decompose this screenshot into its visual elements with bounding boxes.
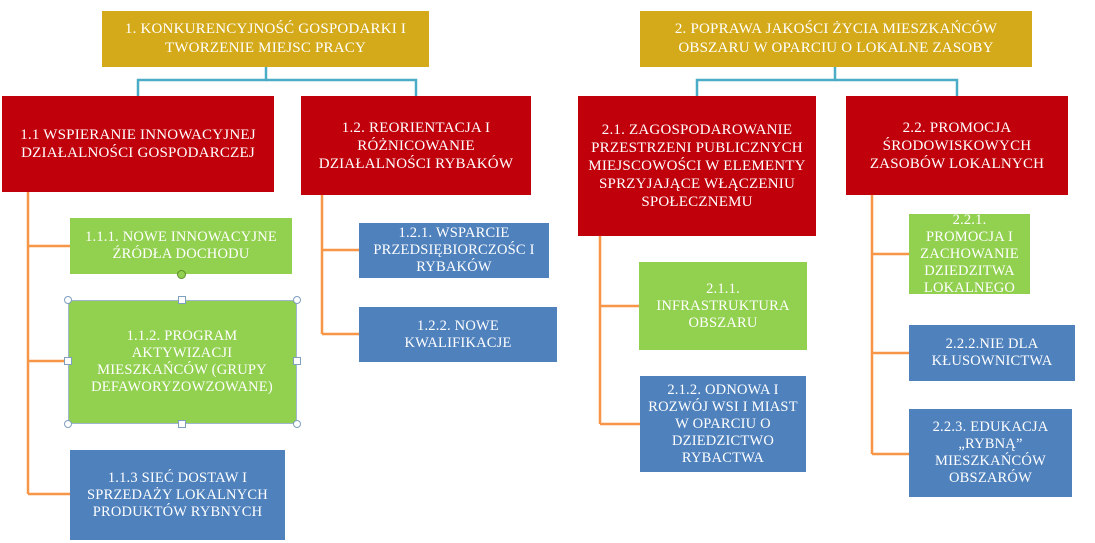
- resize-handle-top-left[interactable]: [64, 296, 72, 304]
- objective-2-2-box[interactable]: 2.2. PROMOCJA ŚRODOWISKOWYCH ZASOBÓW LOK…: [846, 96, 1068, 195]
- goal-2-box[interactable]: 2. POPRAWA JAKOŚCI ŻYCIA MIESZKAŃCÓW OBS…: [640, 11, 1032, 67]
- resize-handle-top-right[interactable]: [293, 296, 301, 304]
- connector-goal2-obj22: [835, 78, 959, 96]
- resize-handle-bottom[interactable]: [178, 420, 186, 428]
- goal-1-connectors: [136, 67, 418, 96]
- connector-goal1-obj11: [136, 67, 268, 96]
- action-1-2-1-box[interactable]: 1.2.1. WSPARCIE PRZEDSIĘBIORCZOŚC I RYBA…: [359, 223, 549, 278]
- selection-frame: [68, 300, 297, 424]
- obj-1-1-connectors: [26, 192, 70, 496]
- goal-2-connectors: [695, 67, 959, 96]
- resize-handle-bottom-right[interactable]: [293, 420, 301, 428]
- objective-2-1-box[interactable]: 2.1. ZAGOSPODAROWANIE PRZESTRZENI PUBLIC…: [578, 96, 816, 236]
- action-1-1-3-box[interactable]: 1.1.3 SIEĆ DOSTAW I SPRZEDAŻY LOKALNYCH …: [70, 450, 285, 540]
- action-2-2-1-box[interactable]: 2.2.1. PROMOCJA I ZACHOWANIE DZIEDZITWA …: [909, 212, 1030, 296]
- action-1-1-1-box[interactable]: 1.1.1. NOWE INNOWACYJNE ŹRÓDŁA DOCHODU: [70, 218, 292, 274]
- action-2-1-2-box[interactable]: 2.1.2. ODNOWA I ROZWÓJ WSI I MIAST W OPA…: [640, 376, 806, 472]
- obj-2-2-connectors: [870, 195, 909, 456]
- objective-1-2-box[interactable]: 1.2. REORIENTACJA I RÓŻNICOWANIE DZIAŁAL…: [301, 96, 531, 195]
- goal-1-box[interactable]: 1. KONKURENCYJNOŚĆ GOSPODARKI I TWORZENI…: [102, 11, 429, 67]
- action-1-2-2-box[interactable]: 1.2.2. NOWE KWALIFIKACJE: [359, 307, 557, 362]
- objective-1-1-box[interactable]: 1.1 WSPIERANIE INNOWACYJNEJ DZIAŁALNOŚCI…: [2, 96, 274, 192]
- resize-handle-right[interactable]: [293, 357, 301, 365]
- obj-2-1-connectors: [598, 236, 640, 426]
- action-2-2-2-box[interactable]: 2.2.2.NIE DLA KŁUSOWNICTWA: [909, 325, 1075, 381]
- obj-1-2-connectors: [320, 195, 359, 336]
- resize-handle-top[interactable]: [178, 296, 186, 304]
- resize-handle-left[interactable]: [64, 357, 72, 365]
- action-1-1-2-box[interactable]: 1.1.2. PROGRAM AKTYWIZACJI MIESZKAŃCÓW (…: [68, 300, 296, 424]
- connector-goal2-obj21: [695, 67, 837, 96]
- action-2-1-1-box[interactable]: 2.1.1. INFRASTRUKTURA OBSZARU: [639, 262, 807, 350]
- resize-handle-bottom-left[interactable]: [64, 420, 72, 428]
- connector-goal1-obj12: [266, 78, 418, 96]
- rotation-handle[interactable]: [177, 270, 186, 279]
- action-2-2-3-box[interactable]: 2.2.3. EDUKACJA „RYBNĄ” MIESZKAŃCÓW OBSZ…: [909, 409, 1072, 497]
